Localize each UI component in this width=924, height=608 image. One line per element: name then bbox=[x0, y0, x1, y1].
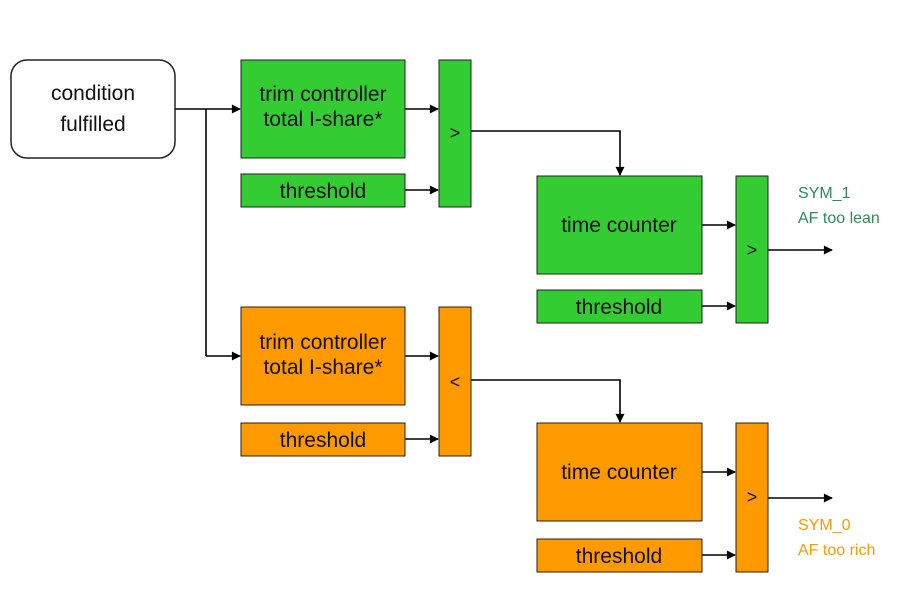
rich-trim-label-line2: total I-share* bbox=[263, 356, 382, 379]
arrow-lean-cmp-to-counter bbox=[471, 130, 625, 176]
lean-output-line1: SYM_1 bbox=[798, 185, 851, 202]
lean-comparator2-box bbox=[735, 175, 769, 324]
rich-comparator2-box bbox=[735, 422, 769, 573]
lean-trim-label-line2: total I-share* bbox=[263, 108, 382, 131]
rich-trim-box bbox=[240, 306, 406, 406]
rich-output-line1: SYM_0 bbox=[798, 517, 851, 534]
lean-comparator1-box bbox=[438, 59, 472, 208]
rich-threshold2-box bbox=[536, 538, 703, 573]
rich-output-line2: AF too rich bbox=[798, 542, 875, 559]
lean-time-counter-label: time counter bbox=[561, 214, 677, 237]
rich-comparator2-symbol: > bbox=[747, 487, 758, 507]
condition-label-line2: fulfilled bbox=[60, 113, 125, 136]
lean-output-line2: AF too lean bbox=[798, 210, 880, 227]
rich-time-counter-box bbox=[536, 422, 703, 522]
lean-threshold2-label: threshold bbox=[576, 296, 662, 319]
rich-comparator1-box bbox=[438, 306, 472, 457]
rich-trim-label-line1: trim controller bbox=[259, 331, 386, 354]
lean-threshold2-box bbox=[536, 289, 703, 324]
lean-threshold1-label: threshold bbox=[280, 180, 366, 203]
condition-box: condition fulfilled bbox=[10, 59, 176, 159]
rich-time-counter-label: time counter bbox=[561, 461, 677, 484]
rich-threshold1-label: threshold bbox=[280, 429, 366, 452]
rich-comparator1-symbol: < bbox=[450, 372, 461, 392]
lean-threshold1-box bbox=[240, 173, 406, 208]
lean-trim-label-line1: trim controller bbox=[259, 83, 386, 106]
lean-comparator2-symbol: > bbox=[747, 240, 758, 260]
lean-comparator1-symbol: > bbox=[450, 123, 461, 143]
condition-label-line1: condition bbox=[51, 82, 135, 105]
connectors bbox=[175, 104, 833, 560]
lean-trim-box bbox=[240, 59, 406, 159]
arrow-rich-cmp-to-counter bbox=[471, 379, 625, 423]
rich-threshold2-label: threshold bbox=[576, 545, 662, 568]
rich-threshold1-box bbox=[240, 422, 406, 457]
lean-time-counter-box bbox=[536, 175, 703, 275]
rich-branch: trim controller total I-share* threshold… bbox=[240, 306, 875, 573]
lean-branch: trim controller total I-share* threshold… bbox=[240, 59, 880, 324]
